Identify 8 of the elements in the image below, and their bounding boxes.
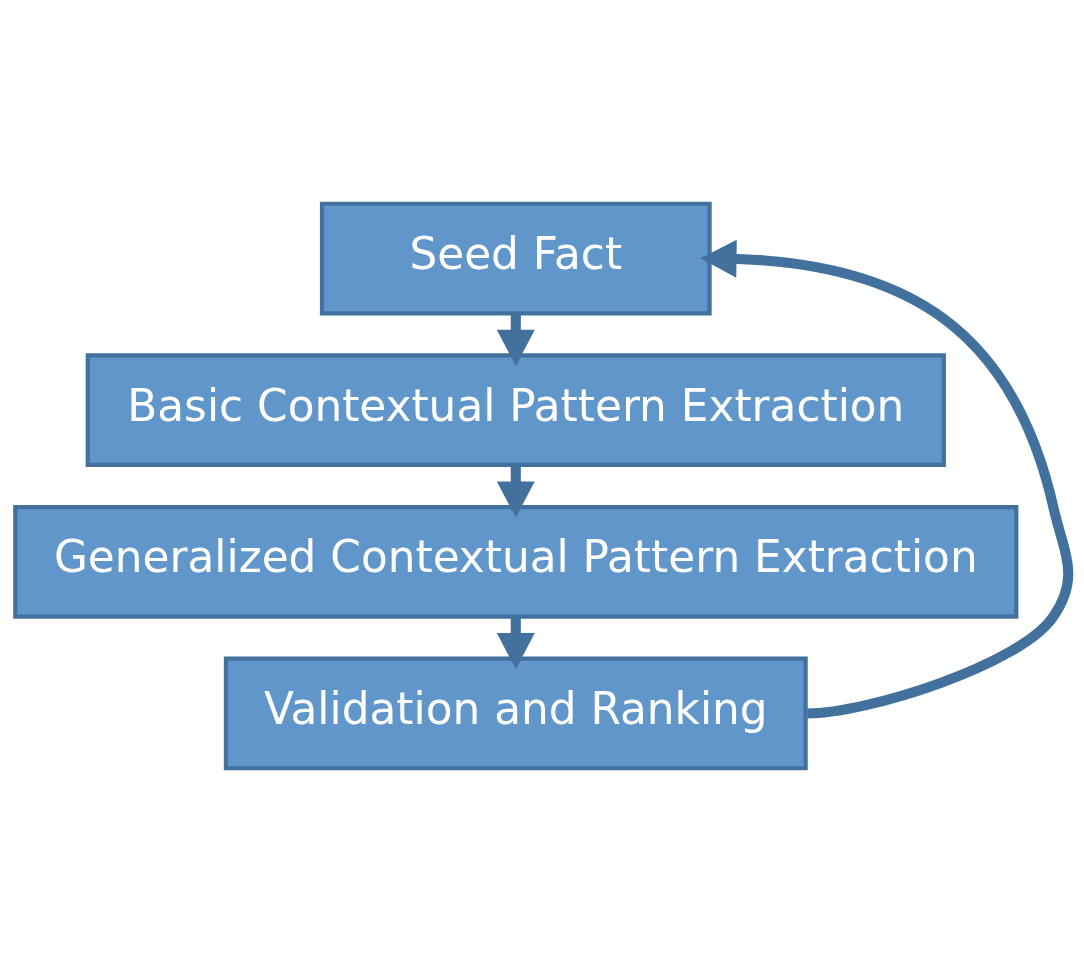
arrow xyxy=(496,313,535,366)
node-box: Validation and Ranking xyxy=(223,656,808,770)
node-box: Basic Contextual Pattern Extraction xyxy=(85,352,946,467)
node-box: Seed Fact xyxy=(319,201,712,315)
arrow xyxy=(496,464,535,518)
arrow xyxy=(700,239,1074,719)
arrow xyxy=(496,616,535,669)
node-box: Generalized Contextual Pattern Extraction xyxy=(13,504,1019,619)
